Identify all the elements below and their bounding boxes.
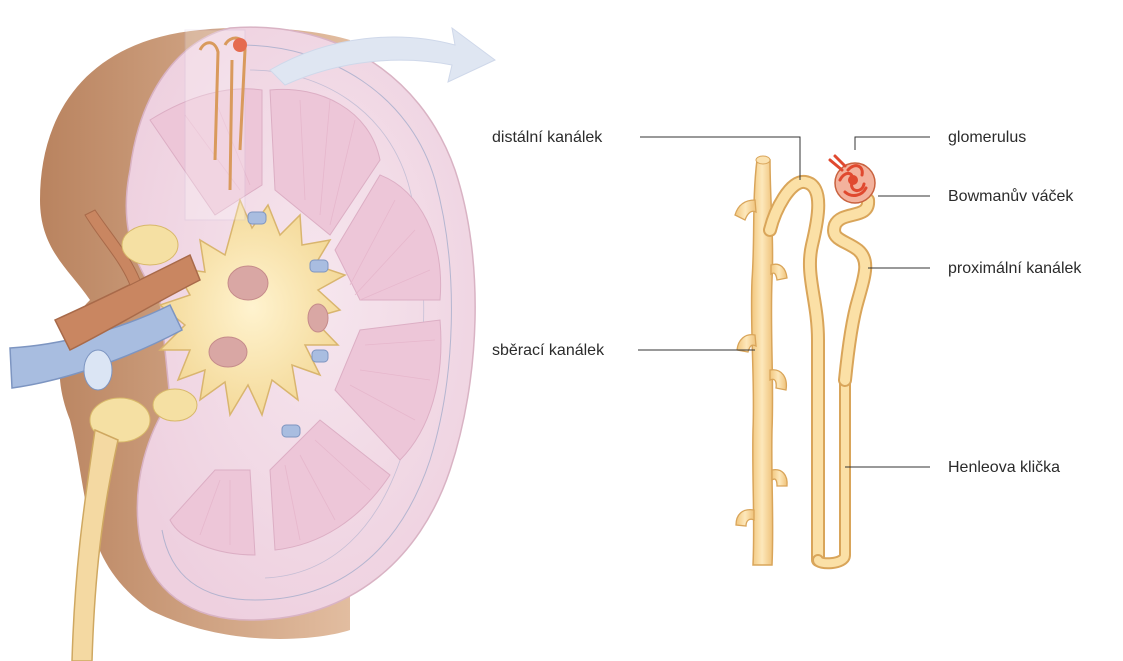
collecting-duct-top: [756, 156, 770, 164]
leader-glomerulus: [855, 137, 930, 150]
label-glomerulus: glomerulus: [948, 129, 1026, 146]
label-distal-tubule: distální kanálek: [492, 129, 603, 146]
glomerulus: [848, 175, 858, 185]
small-glomerulus: [233, 38, 247, 52]
kidney-illustration: [10, 27, 475, 661]
nephron-detail: [735, 156, 875, 565]
label-collecting-duct: sběrací kanálek: [492, 342, 605, 359]
leader-distal: [640, 137, 800, 180]
renal-vein-opening: [84, 350, 112, 390]
label-loop-of-henle: Henleova klička: [948, 459, 1060, 476]
label-bowman-capsule: Bowmanův váček: [948, 187, 1074, 205]
proximal-tubule-fill: [834, 200, 868, 380]
label-proximal-tubule: proximální kanálek: [948, 260, 1082, 277]
